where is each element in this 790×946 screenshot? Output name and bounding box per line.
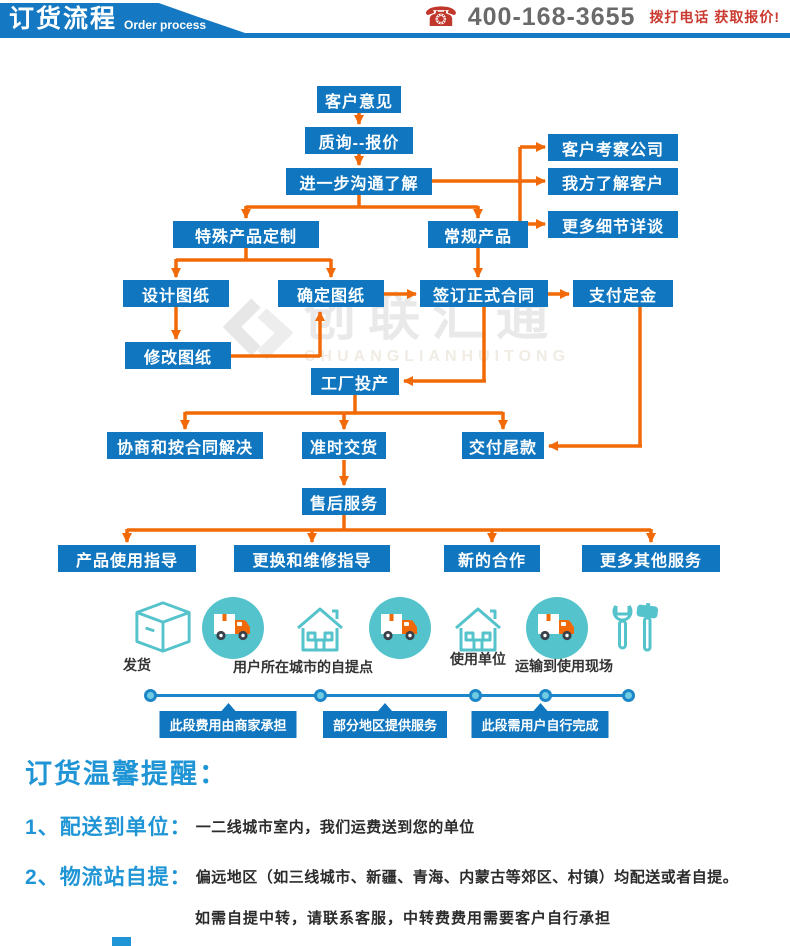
timeline-dot [144, 689, 157, 702]
notice-item-body: 一二线城市室内，我们运费送到您的单位 [195, 818, 475, 836]
page-title: 订货流程 [9, 5, 118, 33]
timeline-label-user-complete: 此段需用户自行完成 [471, 703, 609, 738]
notice-item-number: 2、 [25, 866, 60, 889]
flow-node-more-services: 更多其他服务 [582, 545, 720, 572]
flow-node-after-sales: 售后服务 [302, 488, 386, 515]
tools-icon [605, 598, 661, 661]
flow-node-usage-guide: 产品使用指导 [58, 545, 196, 572]
flow-node-replace-repair: 更换和维修指导 [234, 545, 390, 572]
flow-node-negotiate-resolve: 协商和按合同解决 [107, 432, 263, 459]
notice-title: 订货温馨提醒： [25, 759, 228, 789]
timeline-dot [314, 689, 327, 702]
watermark-logo-icon [222, 298, 294, 360]
flow-node-design-drawing: 设计图纸 [123, 280, 229, 307]
flow-node-new-cooperation: 新的合作 [444, 545, 540, 572]
delivery-truck-icon [202, 597, 264, 664]
phone-icon: ☎ [424, 1, 458, 32]
pickup-point-house-icon [294, 602, 346, 659]
notice-item-body: 偏远地区（如三线城市、新疆、青海、内蒙古等郊区、村镇）均配送或者自提。 [195, 868, 739, 886]
timeline-dot [539, 689, 552, 702]
notice-item-head: 配送到单位： [59, 816, 192, 839]
flow-node-customer-visit: 客户考察公司 [548, 134, 678, 161]
flow-node-regular-product: 常规产品 [428, 221, 528, 248]
flow-arrows [122, 113, 656, 543]
notice-item-number: 1、 [25, 816, 60, 839]
flow-node-inquiry-quote: 质询--报价 [305, 127, 413, 154]
delivery-label-shipping: 发货 [123, 657, 151, 673]
header-banner: 订货流程 Order process [0, 3, 248, 34]
watermark-subtext: CHUANGLIANHUITONG [304, 348, 571, 365]
flow-node-customer-opinion: 客户意见 [317, 86, 401, 113]
notice-item-pickup: 2、 物流站自提： 偏远地区（如三线城市、新疆、青海、内蒙古等郊区、村镇）均配送… [25, 861, 770, 891]
timeline-dot [469, 689, 482, 702]
flow-node-special-custom: 特殊产品定制 [173, 221, 319, 248]
delivery-truck-icon [526, 597, 588, 664]
timeline-dot [622, 689, 635, 702]
flow-node-further-comm: 进一步沟通了解 [286, 168, 432, 195]
header-underline [0, 33, 790, 38]
page-subtitle: Order process [124, 18, 207, 32]
flow-node-sign-contract: 签订正式合同 [420, 280, 548, 307]
order-notice: 订货温馨提醒： 1、 配送到单位： 一二线城市室内，我们运费送到您的单位 2、 … [25, 752, 770, 928]
delivery-label-user-unit: 使用单位 [450, 651, 506, 667]
next-section-fragment [112, 937, 131, 946]
timeline-line [150, 694, 628, 697]
order-flowchart: 创联汇通 CHUANGLIANHUITONG [0, 80, 790, 585]
user-unit-house-icon [452, 602, 504, 659]
flow-node-modify-drawing: 修改图纸 [125, 342, 231, 369]
timeline-label-merchant-cost: 此段费用由商家承担 [159, 703, 297, 738]
phone-cta: 拨打电话 获取报价! [649, 9, 780, 25]
delivery-label-pickup: 用户所在城市的自提点 [233, 659, 373, 675]
notice-item-delivery: 1、 配送到单位： 一二线城市室内，我们运费送到您的单位 [25, 811, 770, 841]
flow-node-pay-balance: 交付尾款 [462, 432, 544, 459]
flow-node-pay-deposit: 支付定金 [573, 280, 673, 307]
notice-footnote: 如需自提中转，请联系客服，中转费费用需要客户自行承担 [195, 910, 612, 927]
delivery-truck-icon [369, 597, 431, 664]
delivery-label-transport: 运输到使用现场 [515, 658, 613, 674]
phone-number: 400-168-3655 [467, 2, 636, 31]
flow-node-factory-production: 工厂投产 [311, 368, 399, 395]
shipping-box-icon [133, 598, 193, 661]
phone-area: ☎ 400-168-3655 拨打电话 获取报价! [424, 2, 780, 32]
notice-item-head: 物流站自提： [59, 866, 192, 889]
flow-node-confirm-drawing: 确定图纸 [278, 280, 384, 307]
flow-node-more-details: 更多细节详谈 [548, 211, 678, 238]
timeline-label-partial-service: 部分地区提供服务 [322, 703, 448, 738]
flow-node-know-customer: 我方了解客户 [548, 168, 678, 195]
flow-node-ontime-delivery: 准时交货 [302, 432, 386, 459]
